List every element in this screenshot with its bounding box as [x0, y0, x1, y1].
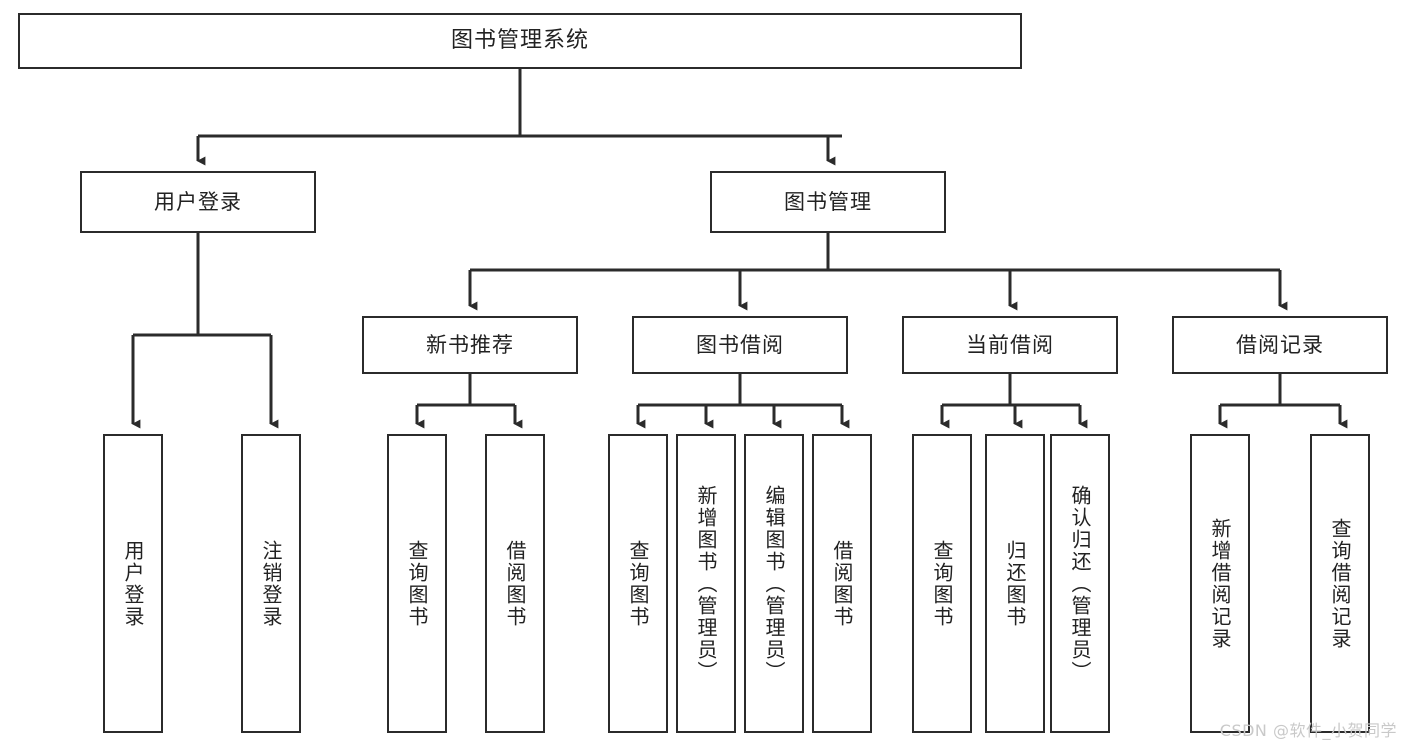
node-leaf-query-book-2-label: 查询图书 [626, 539, 650, 628]
node-leaf-query-book-1-label: 查询图书 [405, 539, 429, 628]
csdn-watermark: CSDN @软件_小贺同学 [1219, 721, 1397, 740]
node-leaf-borrow-book-2-label: 借阅图书 [830, 539, 854, 628]
node-current-borrow[interactable]: 当前借阅 [902, 316, 1118, 374]
node-leaf-borrow-book-2[interactable]: 借阅图书 [812, 434, 872, 733]
node-leaf-query-book-3-label: 查询图书 [930, 539, 954, 628]
node-leaf-user-login[interactable]: 用户登录 [103, 434, 163, 733]
node-new-book-recommend-label: 新书推荐 [426, 332, 514, 357]
node-leaf-borrow-book-1-label: 借阅图书 [503, 539, 527, 628]
node-book-borrow-label: 图书借阅 [696, 332, 784, 357]
node-leaf-confirm-return-label: 确认归还（管理员） [1068, 484, 1092, 683]
node-leaf-return-book[interactable]: 归还图书 [985, 434, 1045, 733]
node-leaf-edit-book[interactable]: 编辑图书（管理员） [744, 434, 804, 733]
node-root[interactable]: 图书管理系统 [18, 13, 1022, 69]
node-leaf-confirm-return[interactable]: 确认归还（管理员） [1050, 434, 1110, 733]
node-borrow-record[interactable]: 借阅记录 [1172, 316, 1388, 374]
node-leaf-add-record[interactable]: 新增借阅记录 [1190, 434, 1250, 733]
node-leaf-logout-label: 注销登录 [259, 539, 283, 628]
node-leaf-edit-book-label: 编辑图书（管理员） [762, 484, 786, 683]
node-leaf-borrow-book-1[interactable]: 借阅图书 [485, 434, 545, 733]
node-leaf-query-record-label: 查询借阅记录 [1328, 517, 1352, 650]
node-leaf-add-record-label: 新增借阅记录 [1208, 517, 1232, 650]
node-leaf-add-book[interactable]: 新增图书（管理员） [676, 434, 736, 733]
node-leaf-query-book-1[interactable]: 查询图书 [387, 434, 447, 733]
node-book-borrow[interactable]: 图书借阅 [632, 316, 848, 374]
node-leaf-user-login-label: 用户登录 [121, 539, 145, 628]
node-book-manage[interactable]: 图书管理 [710, 171, 946, 233]
node-leaf-query-book-2[interactable]: 查询图书 [608, 434, 668, 733]
node-current-borrow-label: 当前借阅 [966, 332, 1054, 357]
node-root-label: 图书管理系统 [450, 28, 589, 54]
node-leaf-query-book-3[interactable]: 查询图书 [912, 434, 972, 733]
node-leaf-return-book-label: 归还图书 [1003, 539, 1027, 628]
node-borrow-record-label: 借阅记录 [1236, 332, 1324, 357]
node-leaf-add-book-label: 新增图书（管理员） [694, 484, 718, 683]
node-user-login[interactable]: 用户登录 [80, 171, 316, 233]
node-leaf-query-record[interactable]: 查询借阅记录 [1310, 434, 1370, 733]
node-user-login-label: 用户登录 [154, 189, 242, 214]
node-leaf-logout[interactable]: 注销登录 [241, 434, 301, 733]
node-book-manage-label: 图书管理 [784, 189, 872, 214]
node-new-book-recommend[interactable]: 新书推荐 [362, 316, 578, 374]
